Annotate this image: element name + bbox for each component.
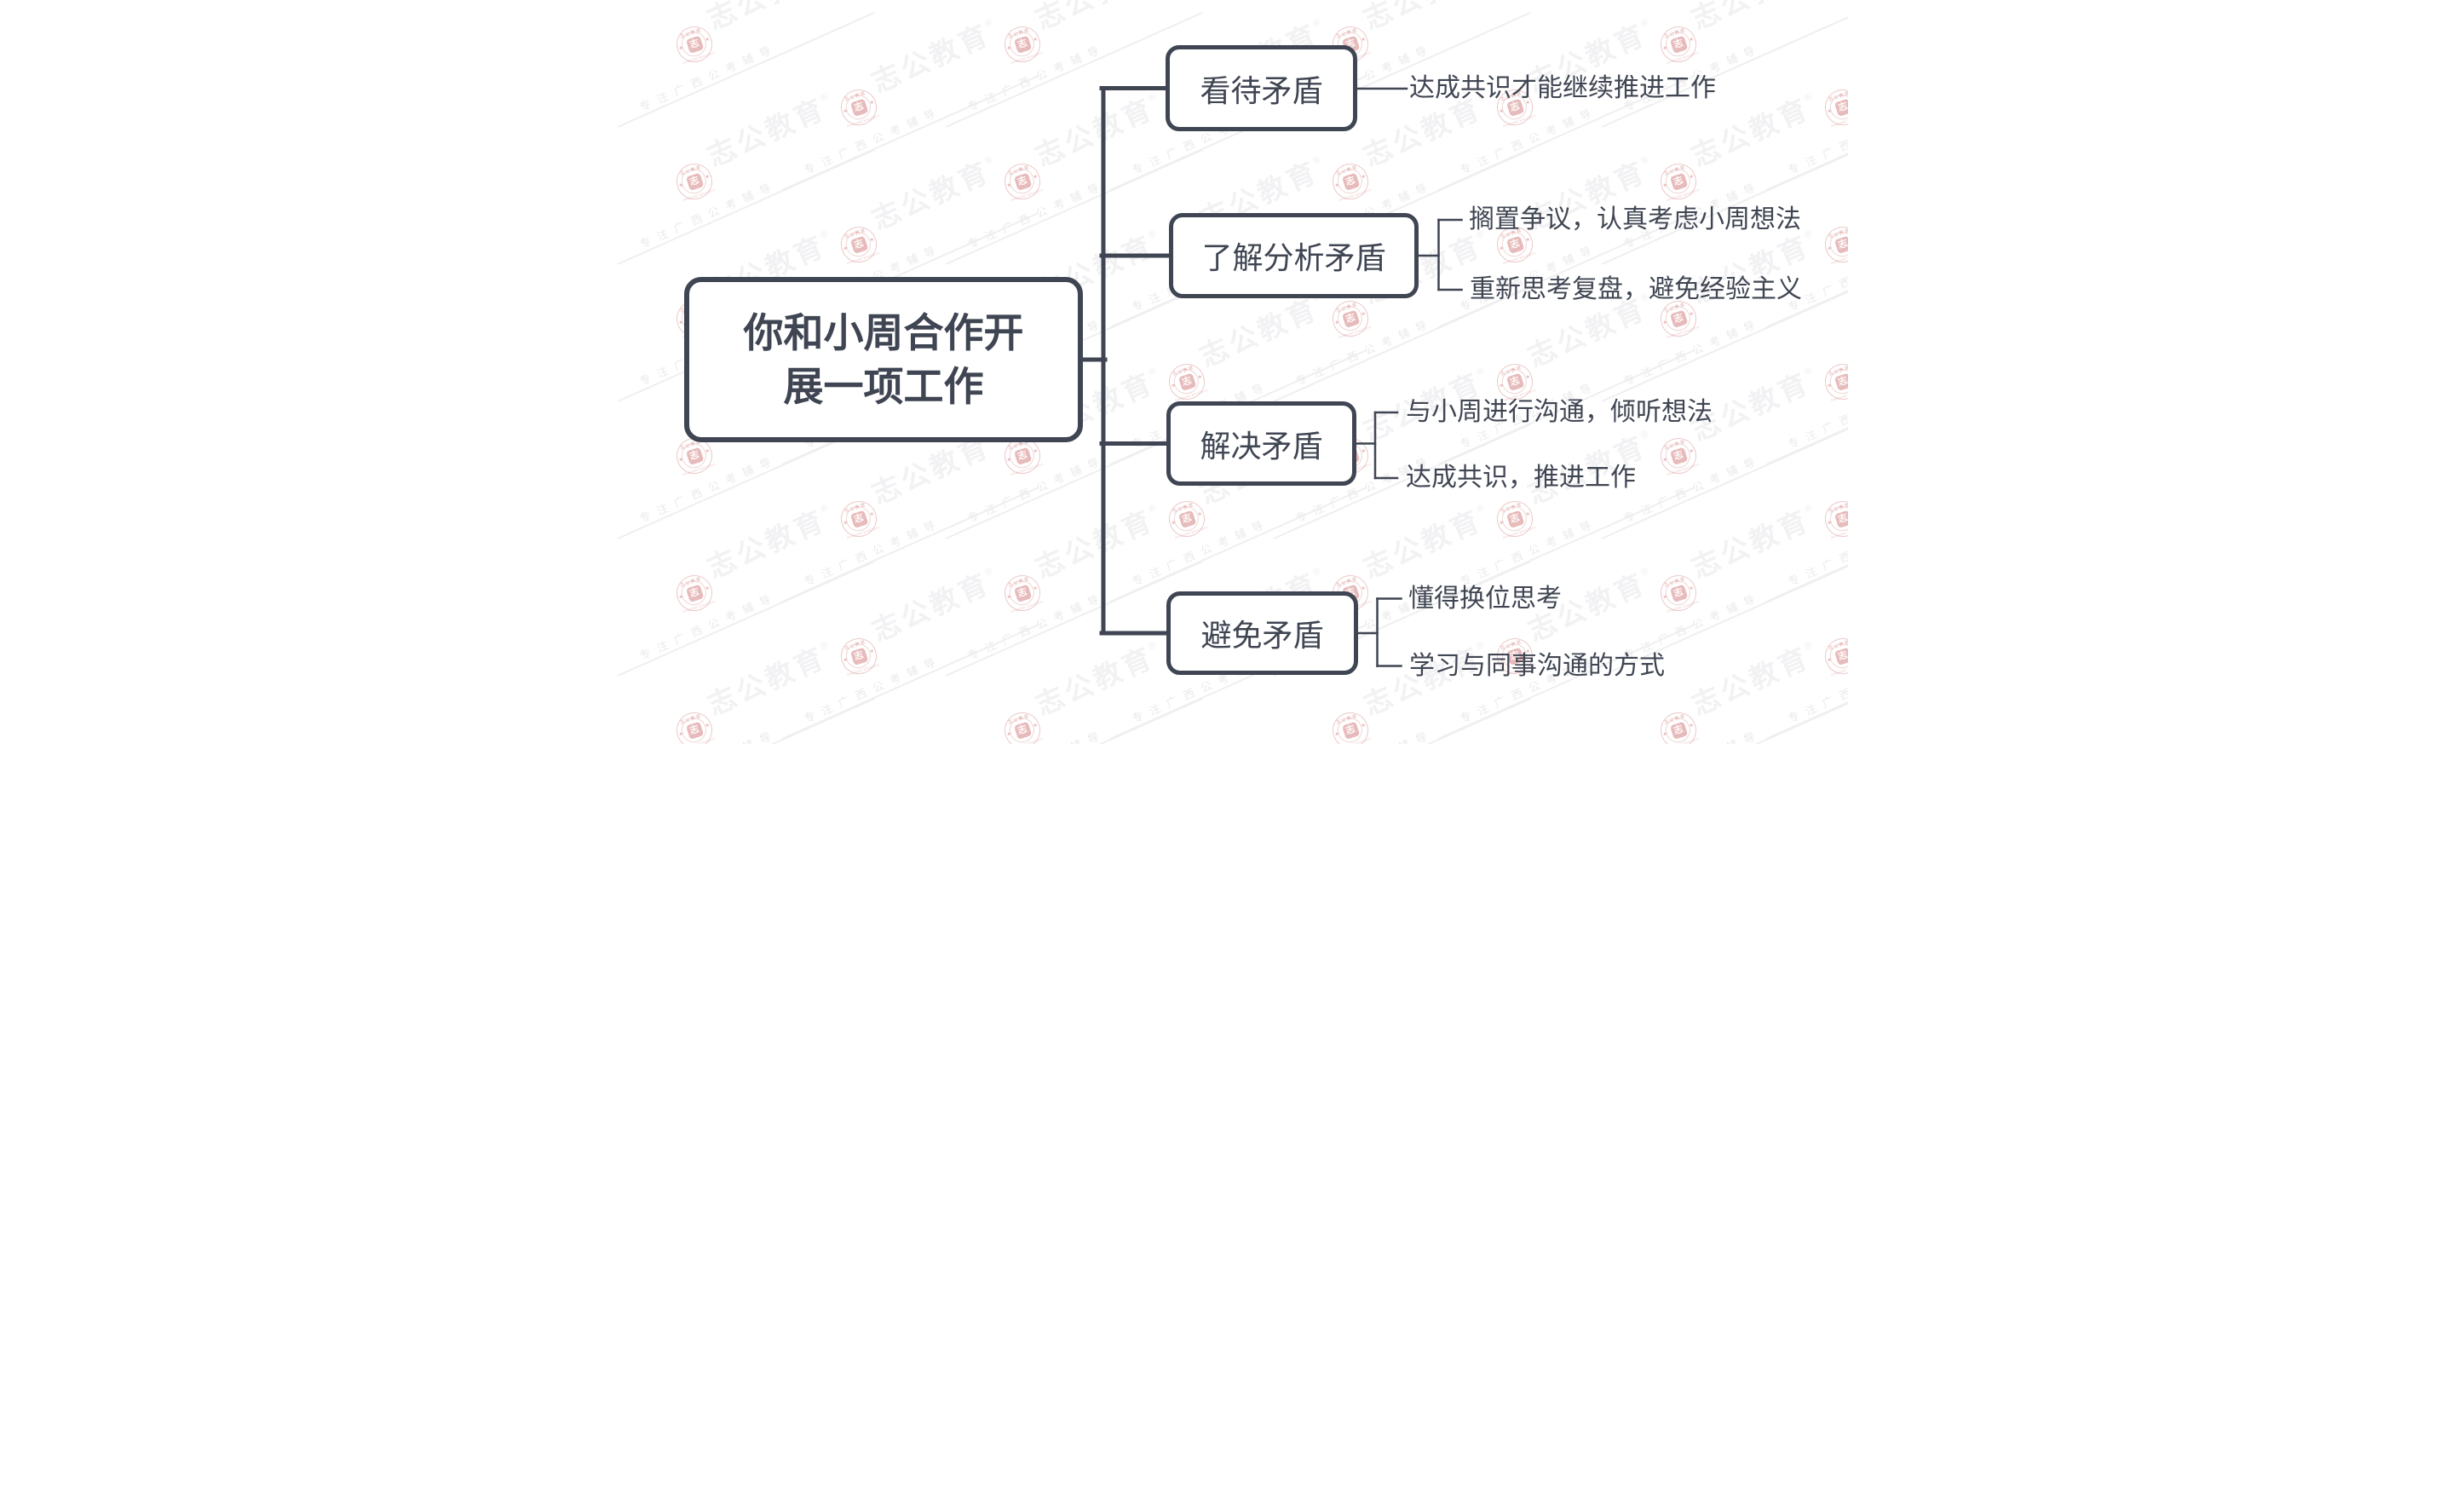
mindmap-canvas: 志公教育 ★ ★ 志 ZHIGONG EDUCATION SCHOOL 志公教育… — [616, 0, 1848, 744]
leaf-node: 学习与同事沟通的方式 — [1409, 652, 1665, 680]
root-node-label-line2: 展一项工作 — [783, 364, 984, 409]
leaf-node: 达成共识才能继续推进工作 — [1409, 74, 1716, 102]
leaf-node: 达成共识，推进工作 — [1406, 464, 1636, 492]
leaf-node: 搁置争议，认真考虑小周想法 — [1469, 205, 1801, 233]
leaf-node: 与小周进行沟通，倾听想法 — [1406, 398, 1713, 426]
branch-node-solve-conflict: 解决矛盾 — [1166, 401, 1356, 486]
root-node-label-line1: 你和小周合作开 — [743, 310, 1024, 355]
leaf-node: 懂得换位思考 — [1408, 585, 1562, 613]
branch-node-analyze-conflict: 了解分析矛盾 — [1169, 213, 1419, 298]
root-node: 你和小周合作开 展一项工作 — [684, 277, 1083, 442]
branch-node-avoid-conflict: 避免矛盾 — [1166, 591, 1358, 675]
leaf-node: 重新思考复盘，避免经验主义 — [1470, 275, 1802, 303]
branch-node-view-conflict: 看待矛盾 — [1166, 45, 1357, 131]
